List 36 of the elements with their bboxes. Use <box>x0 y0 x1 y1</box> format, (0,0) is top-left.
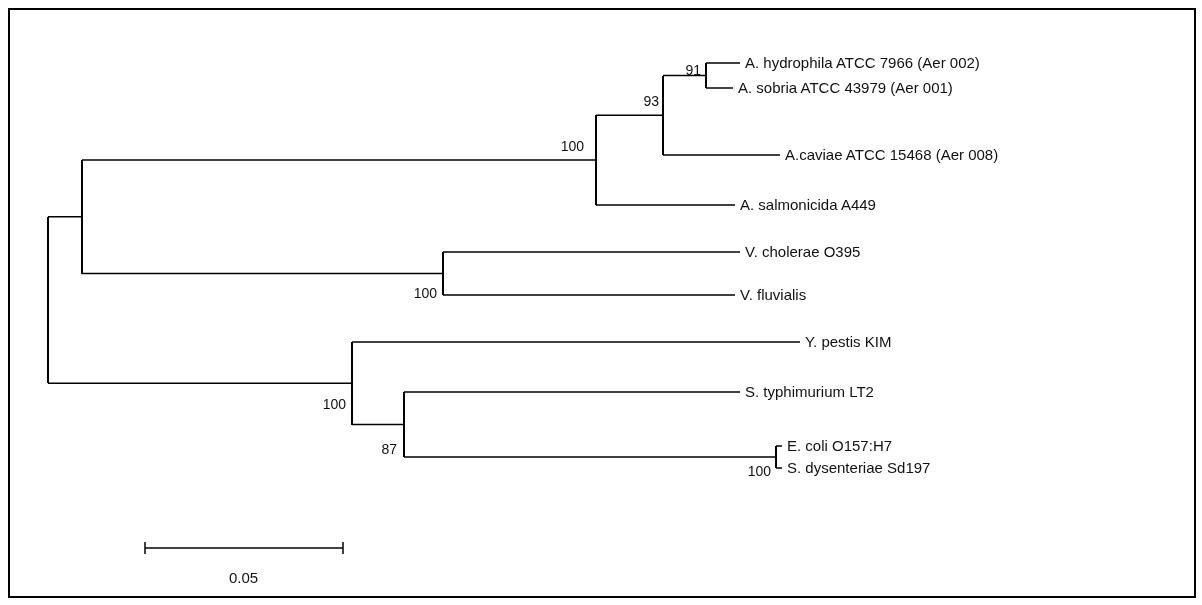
branch-line <box>442 294 736 296</box>
branch-line <box>705 62 741 64</box>
taxon-label: A. salmonicida A449 <box>735 196 876 214</box>
branch-line <box>775 445 783 447</box>
scale-label: 0.05 <box>229 570 259 586</box>
branch-line <box>595 204 736 206</box>
branch-line <box>775 467 783 469</box>
branch-line <box>662 154 781 156</box>
bootstrap-value: 100 <box>322 396 346 412</box>
taxon-label: A.caviae ATCC 15468 (Aer 008) <box>780 146 999 164</box>
branch-line <box>81 159 597 161</box>
bootstrap-value: 91 <box>685 62 701 78</box>
branch-line <box>47 382 353 384</box>
branch-line <box>351 341 801 343</box>
bootstrap-value: 100 <box>747 463 771 479</box>
taxon-label: E. coli O157:H7 <box>782 437 893 455</box>
taxon-label: A. sobria ATCC 43979 (Aer 001) <box>733 79 953 97</box>
taxon-label: A. hydrophila ATCC 7966 (Aer 002) <box>740 54 980 72</box>
taxon-label: S. dysenteriae Sd197 <box>782 459 931 477</box>
bootstrap-value: 87 <box>381 441 397 457</box>
branch-line <box>403 456 777 458</box>
taxon-label: S. typhimurium LT2 <box>740 383 874 401</box>
branch-line <box>351 423 405 426</box>
branch-line <box>403 391 741 393</box>
taxon-label: V. fluvialis <box>735 286 807 304</box>
branch-line <box>595 114 664 116</box>
branch-line <box>47 216 83 218</box>
branch-line <box>442 251 741 253</box>
bootstrap-value: 93 <box>643 93 659 109</box>
bootstrap-value: 100 <box>413 285 437 301</box>
branch-line <box>662 74 707 77</box>
bootstrap-value: 100 <box>560 138 584 154</box>
taxon-label: Y. pestis KIM <box>800 333 892 351</box>
taxon-label: V. cholerae O395 <box>740 243 861 261</box>
branch-line <box>705 87 734 89</box>
branch-line <box>81 272 444 275</box>
